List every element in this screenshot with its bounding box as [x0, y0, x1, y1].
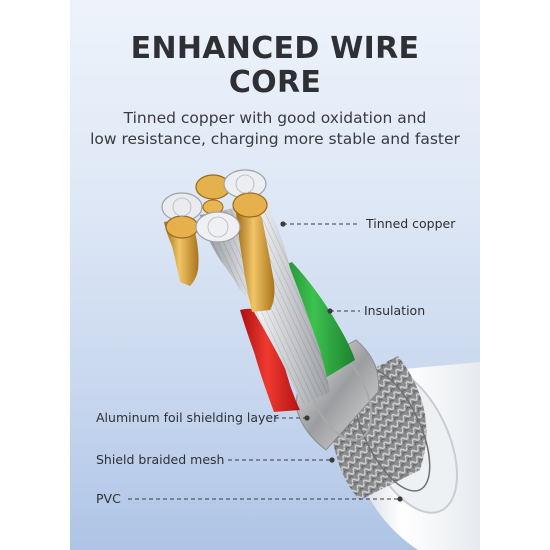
headline-line-1: ENHANCED WIRE — [130, 31, 420, 66]
subtitle-line-2: low resistance, charging more stable and… — [90, 130, 460, 148]
subtitle: Tinned copper with good oxidation and lo… — [70, 108, 480, 150]
headline-line-2: CORE — [228, 65, 322, 100]
label-pvc: PVC — [96, 491, 121, 506]
callout-dots — [280, 221, 403, 502]
headline: ENHANCED WIRE CORE — [70, 32, 480, 100]
label-insulation: Insulation — [364, 303, 426, 318]
label-braided-mesh: Shield braided mesh — [96, 452, 225, 467]
strand-ends — [161, 169, 268, 243]
subtitle-line-1: Tinned copper with good oxidation and — [123, 109, 427, 127]
label-tinned-copper: Tinned copper — [366, 216, 456, 231]
callout-leaders — [128, 223, 398, 500]
copper-strand — [236, 210, 275, 312]
label-aluminum-foil: Aluminum foil shielding layer — [96, 410, 279, 425]
red-wire — [240, 308, 300, 412]
